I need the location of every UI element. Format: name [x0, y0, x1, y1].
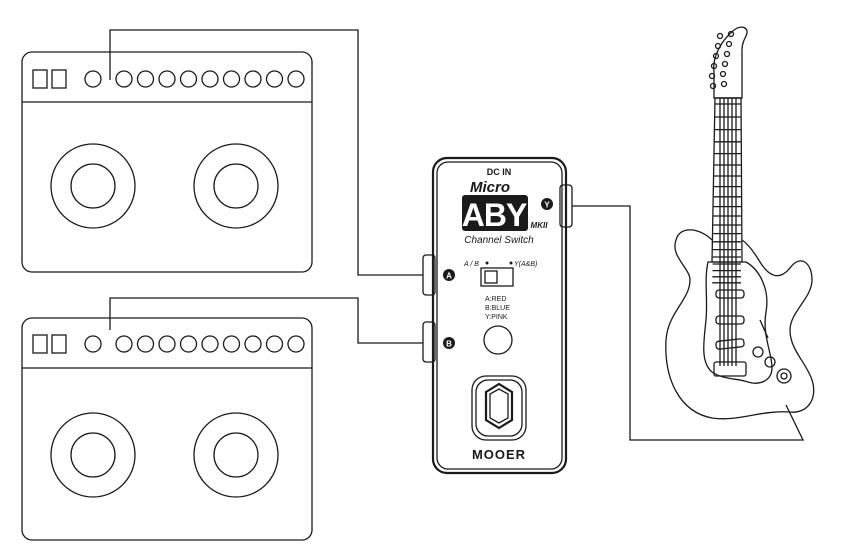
mode-y-label: Y(A&B) — [514, 261, 537, 268]
guitar-neck — [711, 97, 743, 263]
guitar-pickup-bridge — [715, 338, 745, 350]
micro-label: Micro — [470, 179, 510, 196]
guitar-headstock — [713, 26, 748, 99]
amp-knob — [84, 335, 102, 353]
amp-knob — [179, 70, 198, 88]
amp-cabinet — [21, 51, 313, 273]
footswitch[interactable] — [471, 375, 527, 441]
cable-amp1-to-jack-a — [109, 29, 423, 276]
jack-a-badge — [443, 269, 455, 281]
amp-knob-row — [84, 70, 305, 88]
channel-switch-label: Channel Switch — [464, 235, 534, 246]
amp-knob — [136, 70, 155, 88]
cable-amp2-to-jack-b — [109, 297, 423, 344]
mode-ab-dot — [485, 261, 489, 265]
guitar-strings — [719, 98, 737, 366]
mode-y-dot — [509, 261, 513, 265]
amp-cabinet — [21, 317, 313, 541]
amp-knob — [115, 70, 133, 88]
pedal-body — [431, 156, 568, 475]
guitar-volume-knob — [752, 346, 764, 358]
dc-in-label: DC IN — [487, 167, 512, 177]
amp-knob — [179, 335, 198, 353]
aby-pedal: DC IN Micro ABY MKII Y Channel Switch A … — [422, 156, 573, 475]
amp-knob — [244, 70, 262, 88]
status-led — [483, 325, 513, 355]
guitar-pickguard — [703, 261, 773, 384]
amp-knob — [222, 335, 241, 353]
amp-knob — [265, 70, 284, 88]
jack-a-label: A — [446, 272, 452, 281]
amp-knob — [158, 335, 176, 353]
jack-y-label: Y — [544, 201, 550, 210]
amp-knob — [201, 70, 219, 88]
amplifier-2 — [21, 317, 313, 541]
amp-speaker — [193, 412, 279, 498]
led-legend-red: A:RED — [485, 296, 506, 303]
jack-y-badge — [541, 198, 553, 210]
amp-switch — [32, 334, 48, 354]
amp-knob — [244, 335, 262, 353]
aby-logo-text: ABY — [462, 197, 527, 233]
amp-knob — [84, 70, 102, 88]
amp-knob — [158, 70, 176, 88]
amp-switch — [51, 334, 67, 354]
amp-switch — [51, 69, 67, 89]
amp-speaker — [50, 412, 136, 498]
amp-speaker — [50, 143, 136, 229]
amp-speaker — [193, 143, 279, 229]
led-legend-blue: B:BLUE — [485, 305, 510, 312]
mode-toggle-knob — [484, 270, 498, 284]
amp-knob — [115, 335, 133, 353]
amp-knob — [265, 335, 284, 353]
led-legend-pink: Y:PINK — [485, 314, 508, 321]
amp-knob — [287, 70, 305, 88]
guitar-pickup-middle — [715, 315, 745, 325]
mkii-label: MKII — [531, 221, 549, 230]
cable-guitar-to-jack-y — [570, 205, 805, 441]
aby-logo-box — [462, 195, 528, 231]
guitar-selector — [759, 319, 769, 339]
brand-logo: MOOER — [472, 447, 526, 462]
guitar-bridge — [713, 361, 747, 377]
guitar-tuners — [708, 30, 735, 90]
electric-guitar — [665, 26, 815, 420]
guitar-tone-knob — [764, 356, 776, 368]
guitar-frets — [712, 103, 741, 284]
cables — [109, 29, 805, 441]
amp-knob — [287, 335, 305, 353]
guitar-body — [665, 229, 815, 420]
amp-knob — [222, 70, 241, 88]
jack-b-badge — [443, 337, 455, 349]
amp-knob — [201, 335, 219, 353]
guitar-pickup-neck — [715, 289, 745, 299]
amplifier-1 — [21, 51, 313, 273]
amp-knob — [136, 335, 155, 353]
mode-ab-label: A / B — [463, 261, 479, 268]
jack-b-label: B — [446, 340, 452, 349]
amp-knob-row — [84, 335, 305, 353]
mode-toggle-switch[interactable] — [480, 267, 514, 287]
amp-switch — [32, 69, 48, 89]
guitar-output-jack — [776, 368, 792, 384]
